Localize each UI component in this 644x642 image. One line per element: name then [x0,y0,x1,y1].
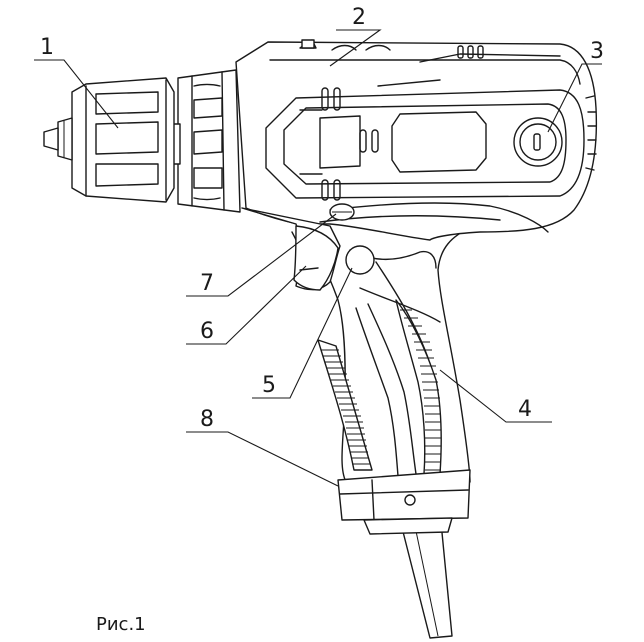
callout-4: 4 [518,397,532,422]
speed-switch [513,117,563,167]
callout-7: 7 [200,271,214,296]
led-light [329,203,355,221]
figure-caption: Рис.1 [96,614,146,635]
motor-housing [235,41,598,241]
callout-6: 6 [200,319,214,344]
callout-5: 5 [262,373,276,398]
callout-8: 8 [200,407,214,432]
torque-collar [171,69,241,213]
leader-lines [34,29,602,487]
grip-texture-left [317,339,373,471]
callout-labels: 1 2 3 4 5 6 7 8 [40,5,604,432]
callout-3: 3 [590,39,604,64]
cord-guard [337,469,471,535]
lock-button [345,245,375,275]
callout-2: 2 [352,5,366,30]
callout-1: 1 [40,35,54,60]
keyless-chuck [43,77,175,203]
